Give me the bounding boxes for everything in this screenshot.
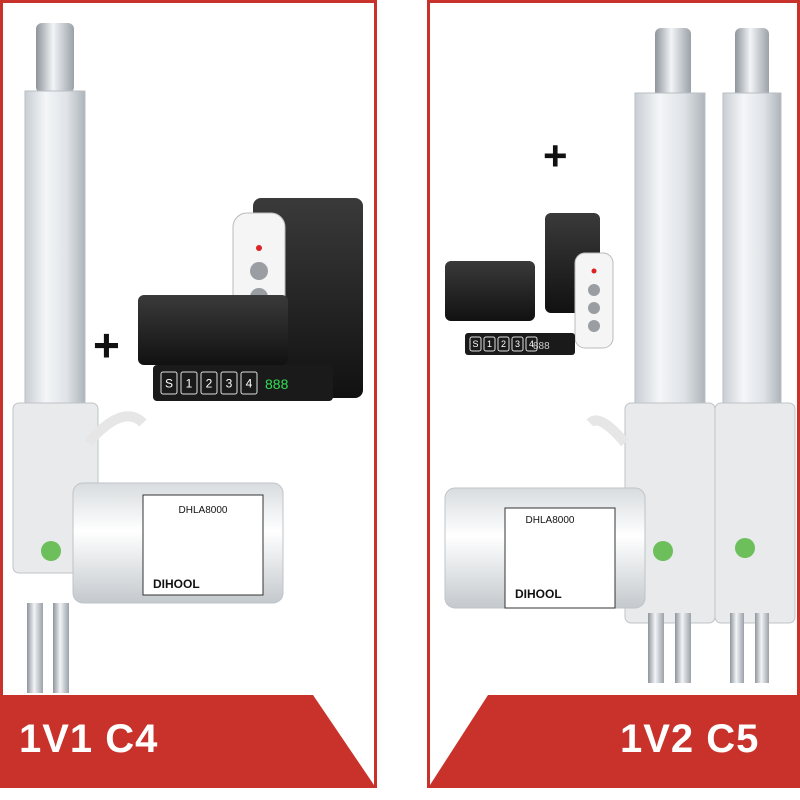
keypad-display: 888 [533,341,550,352]
plus-sign: + [543,132,568,179]
keypad-key [511,336,524,352]
remote-control [574,252,614,349]
hand-keypad [153,365,333,401]
motor-label-plate [504,507,616,609]
keypad-key [240,371,258,395]
keypad-key-label: 3 [515,339,520,349]
actuator-model-text: DHLA8000 [526,515,575,526]
keypad-key-label: 4 [246,376,253,390]
actuator-rod [36,23,74,93]
actuator-brand-text: DIHOOL [153,577,200,591]
keypad-key-label: 1 [186,376,193,390]
keypad-key-label: 2 [501,339,506,349]
option-label: 1V2 C5 [620,717,760,761]
actuator-brand-text: DIHOOL [515,587,562,601]
option-banner: 1V2 C5 [430,695,797,785]
keypad-key-label: 4 [529,339,534,349]
control-box [445,261,535,321]
keypad-key [160,371,178,395]
keypad-key-label: 1 [487,339,492,349]
keypad-key-label: 2 [206,376,213,390]
keypad-key [525,336,538,352]
motor-label-plate [142,494,264,596]
keypad-key [483,336,496,352]
keypad-key [220,371,238,395]
keypad-key [200,371,218,395]
actuator-rod [655,28,691,98]
green-sticker [41,541,61,561]
control-box [138,295,288,365]
keypad-display: 888 [265,376,289,392]
keypad-key [497,336,510,352]
keypad-key-label: S [165,376,173,390]
keypad-key [180,371,198,395]
plus-sign: + [93,319,120,371]
keypad-key-label: 3 [226,376,233,390]
option-banner: 1V1 C4 [3,695,374,785]
hand-keypad [465,333,575,355]
keypad-key [469,336,482,352]
option-label: 1V1 C4 [19,717,159,761]
green-sticker [653,541,673,561]
actuator-model-text: DHLA8000 [179,505,228,516]
keypad-key-label: S [472,339,478,349]
